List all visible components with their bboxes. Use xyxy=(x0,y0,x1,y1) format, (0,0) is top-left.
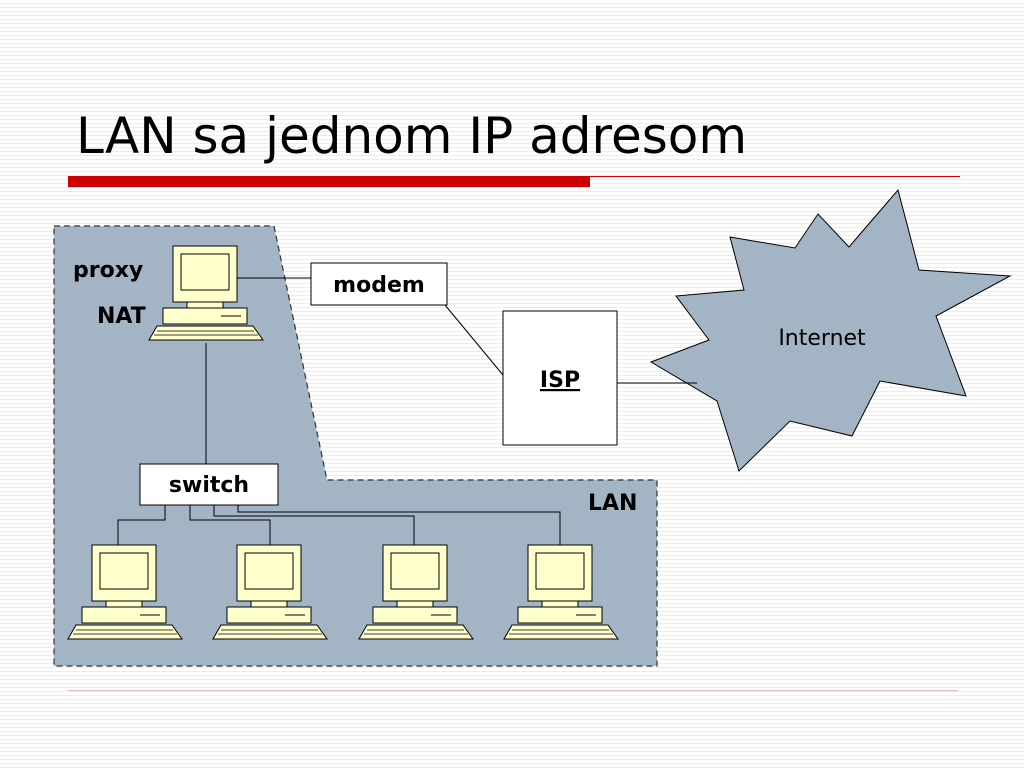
switch-links xyxy=(117,505,561,545)
proxy-label: proxy xyxy=(73,258,143,283)
switch-label: switch xyxy=(169,473,249,498)
nat-label: NAT xyxy=(97,304,146,329)
internet-cloud xyxy=(649,188,1012,472)
title-underline-thin xyxy=(590,176,960,177)
lan-label: LAN xyxy=(588,491,637,516)
switch-box xyxy=(139,463,279,506)
footer-divider xyxy=(68,690,958,691)
link-modem-isp xyxy=(444,304,504,376)
title-underline-thick xyxy=(68,176,590,187)
slide-title: LAN sa jednom IP adresom xyxy=(76,107,748,165)
isp-box xyxy=(502,310,618,446)
isp-label: ISP xyxy=(540,368,580,393)
internet-label: Internet xyxy=(778,326,866,351)
modem-label: modem xyxy=(333,273,425,298)
modem-box xyxy=(310,262,448,306)
